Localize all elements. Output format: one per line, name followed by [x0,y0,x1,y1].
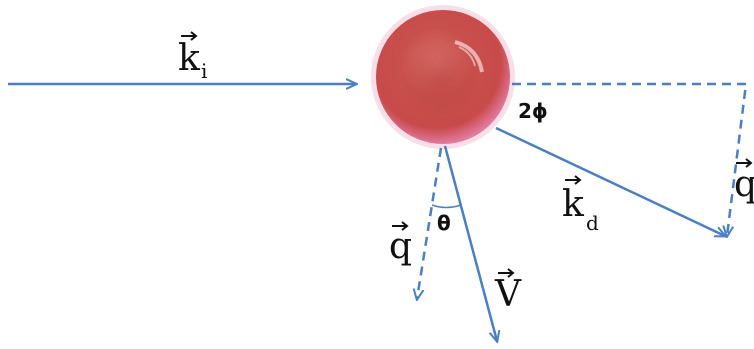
k-incident-label: k i [178,31,207,83]
scattered-wave-vector-arrow [495,126,725,236]
velocity-vector-arrow [443,145,497,341]
q-bottom-label: q [389,221,412,267]
theta-angle-arc [431,204,462,209]
velocity-label: V [494,268,522,315]
velocity-symbol: V [494,274,522,315]
velocity-angle-label: θ [437,211,451,235]
k-incident-subscript: i [201,59,207,83]
q-vector-right-dashed [512,82,748,236]
scattering-angle-label: 2ϕ [518,99,548,123]
q-right-label: q [734,158,754,205]
k-scattered-symbol: k [562,184,585,225]
q-right-symbol: q [734,164,754,205]
red-blood-cell-icon [371,5,515,149]
k-scattered-subscript: d [586,211,599,235]
k-scattered-label: k d [562,175,599,235]
q-bottom-symbol: q [389,226,412,267]
q-vector-bottom-dashed [417,147,443,299]
k-incident-symbol: k [178,38,201,79]
